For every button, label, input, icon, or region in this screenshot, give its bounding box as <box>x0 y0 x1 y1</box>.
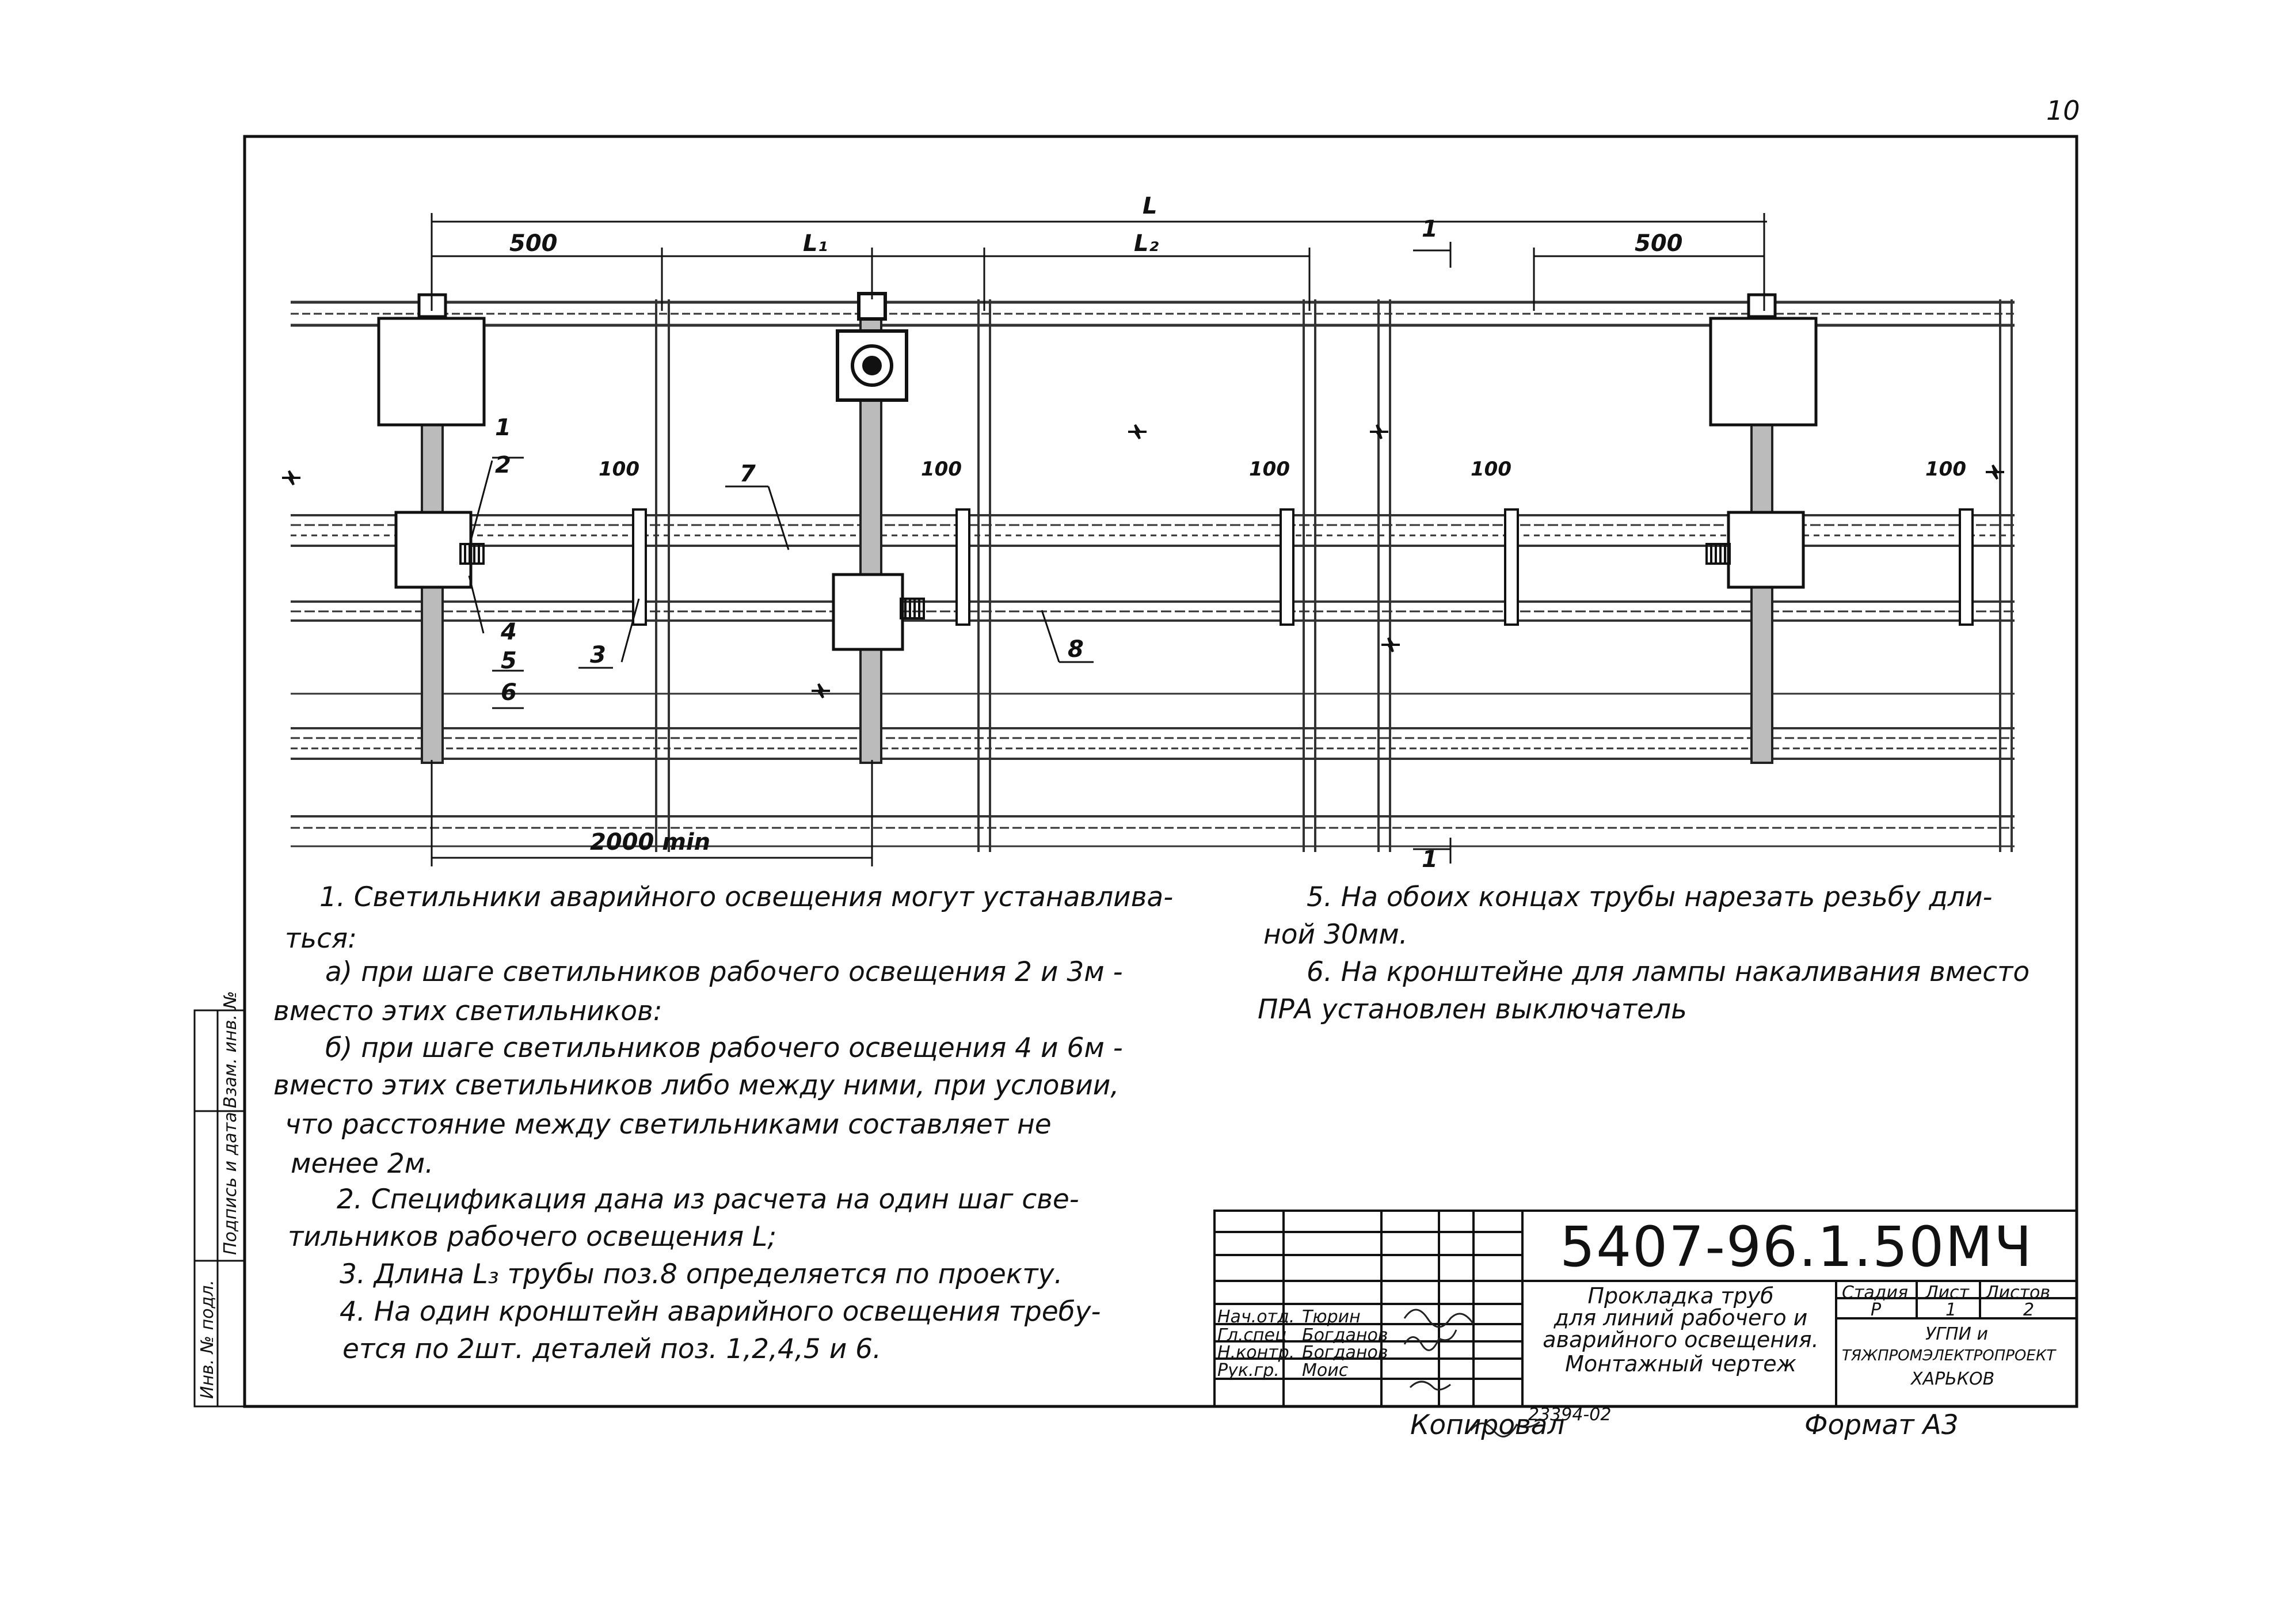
note-right-line: ПРА установлен выключатель <box>1258 994 1687 1025</box>
side-stamp-label: Инв. № подл. <box>197 1280 218 1399</box>
note-right-line: ной 30мм. <box>1263 919 1408 950</box>
section-mark-bottom: 1 <box>1422 846 1438 873</box>
name-cell: Тюрин <box>1302 1307 1361 1327</box>
dim-L1: L₁ <box>803 230 828 257</box>
dim-2000-min: 2000 min <box>590 829 711 855</box>
callout-6: 6 <box>501 679 517 706</box>
callout-4: 4 <box>501 619 517 645</box>
note-right-line: 6. На кронштейне для лампы накаливания в… <box>1307 956 2030 988</box>
note-left-line: менее 2м. <box>291 1148 434 1180</box>
break-marks <box>282 424 2004 699</box>
callout-8: 8 <box>1068 636 1084 663</box>
stage-header: Стадия <box>1842 1283 1909 1303</box>
dimension-lines <box>431 213 1767 866</box>
role-cell: Н.контр. <box>1217 1343 1295 1363</box>
name-cell: Богданов <box>1302 1325 1388 1345</box>
dim-L: L <box>1143 193 1157 219</box>
callout-1: 1 <box>495 414 511 441</box>
copy-number: 23394-02 <box>1528 1405 1612 1425</box>
sheet-header: Лист <box>1925 1283 1970 1303</box>
title-line: для линий рабочего и <box>1553 1305 1808 1330</box>
side-stamp-lines <box>193 1009 246 1408</box>
sheets-value: 2 <box>2023 1300 2035 1320</box>
name-cell: Моис <box>1302 1360 1349 1381</box>
lamp-posts <box>421 310 1773 764</box>
copied-label: Копировал <box>1410 1409 1565 1441</box>
dim-100-c: 100 <box>1249 458 1290 481</box>
signatures <box>1403 1309 1540 1438</box>
dim-100-d: 100 <box>1471 458 1511 481</box>
role-cell: Гл.спец <box>1217 1325 1287 1345</box>
callout-5: 5 <box>501 648 517 674</box>
note-left-line: ться: <box>285 923 357 954</box>
dim-500-left: 500 <box>509 230 558 257</box>
org-line: ТЯЖПРОМЭЛЕКТРОПРОЕКТ <box>1842 1347 2056 1364</box>
note-left-line: вместо этих светильников либо между ними… <box>273 1070 1120 1101</box>
note-left-line: б) при шаге светильников рабочего освеще… <box>325 1032 1123 1064</box>
callout-7: 7 <box>740 461 756 487</box>
sheet-frame <box>243 135 2078 1408</box>
note-left-line: 1. Светильники аварийного освещения могу… <box>319 881 1174 913</box>
vertical-beams <box>655 299 2013 852</box>
callout-2: 2 <box>495 452 511 478</box>
sheets-header: Листов <box>1986 1283 2051 1303</box>
role-cell: Рук.гр. <box>1217 1360 1280 1381</box>
section-mark-top: 1 <box>1422 216 1438 242</box>
note-left-line: что расстояние между светильниками соста… <box>285 1109 1052 1140</box>
note-left-line: тильников рабочего освещения L; <box>288 1221 777 1253</box>
page-number: 10 <box>2046 95 2080 126</box>
side-stamp-label: Подпись и дата <box>220 1112 241 1256</box>
title-block-lines <box>1213 1210 2078 1408</box>
note-left-line: 3. Длина L₃ трубы поз.8 определяется по … <box>340 1258 1063 1290</box>
note-left-line: а) при шаге светильников рабочего освеще… <box>325 956 1123 988</box>
title-line: аварийного освещения. <box>1543 1327 1819 1352</box>
pipe-threads <box>459 543 1731 619</box>
dim-100-e: 100 <box>1925 458 1966 481</box>
junction-boxes <box>394 511 1805 651</box>
callout-3: 3 <box>590 642 606 668</box>
role-cell: Нач.отд. <box>1217 1307 1295 1327</box>
note-left-line: вместо этих светильников: <box>273 995 662 1027</box>
note-left-line: ется по 2шт. деталей поз. 1,2,4,5 и 6. <box>342 1333 882 1365</box>
drawing-code: 5407-96.1.50МЧ <box>1560 1215 2034 1279</box>
side-stamp-label: Взам. инв. № <box>220 991 241 1108</box>
format-label: Формат А3 <box>1804 1409 1959 1441</box>
pipe-clamps <box>632 508 1974 626</box>
junction-box-top <box>836 292 908 402</box>
leader-lines <box>468 457 1094 709</box>
org-line: ХАРЬКОВ <box>1911 1369 1995 1389</box>
name-cell: Богданов <box>1302 1343 1388 1363</box>
note-left-line: 4. На один кронштейн аварийного освещени… <box>340 1296 1101 1328</box>
title-line: Прокладка труб <box>1587 1283 1774 1309</box>
org-line: УГПИ и <box>1925 1324 1989 1344</box>
luminaires <box>377 293 1818 427</box>
dim-500-right: 500 <box>1635 230 1683 257</box>
dim-100-b: 100 <box>921 458 962 481</box>
dim-100-a: 100 <box>599 458 639 481</box>
note-right-line: 5. На обоих концах трубы нарезать резьбу… <box>1307 881 1993 913</box>
stage-value: Р <box>1871 1300 1882 1320</box>
note-left-line: 2. Спецификация дана из расчета на один … <box>337 1184 1079 1215</box>
horizontal-rails <box>291 301 2015 847</box>
sheet-value: 1 <box>1945 1300 1957 1320</box>
dim-L2: L₂ <box>1134 230 1159 257</box>
title-line: Монтажный чертеж <box>1565 1351 1796 1376</box>
